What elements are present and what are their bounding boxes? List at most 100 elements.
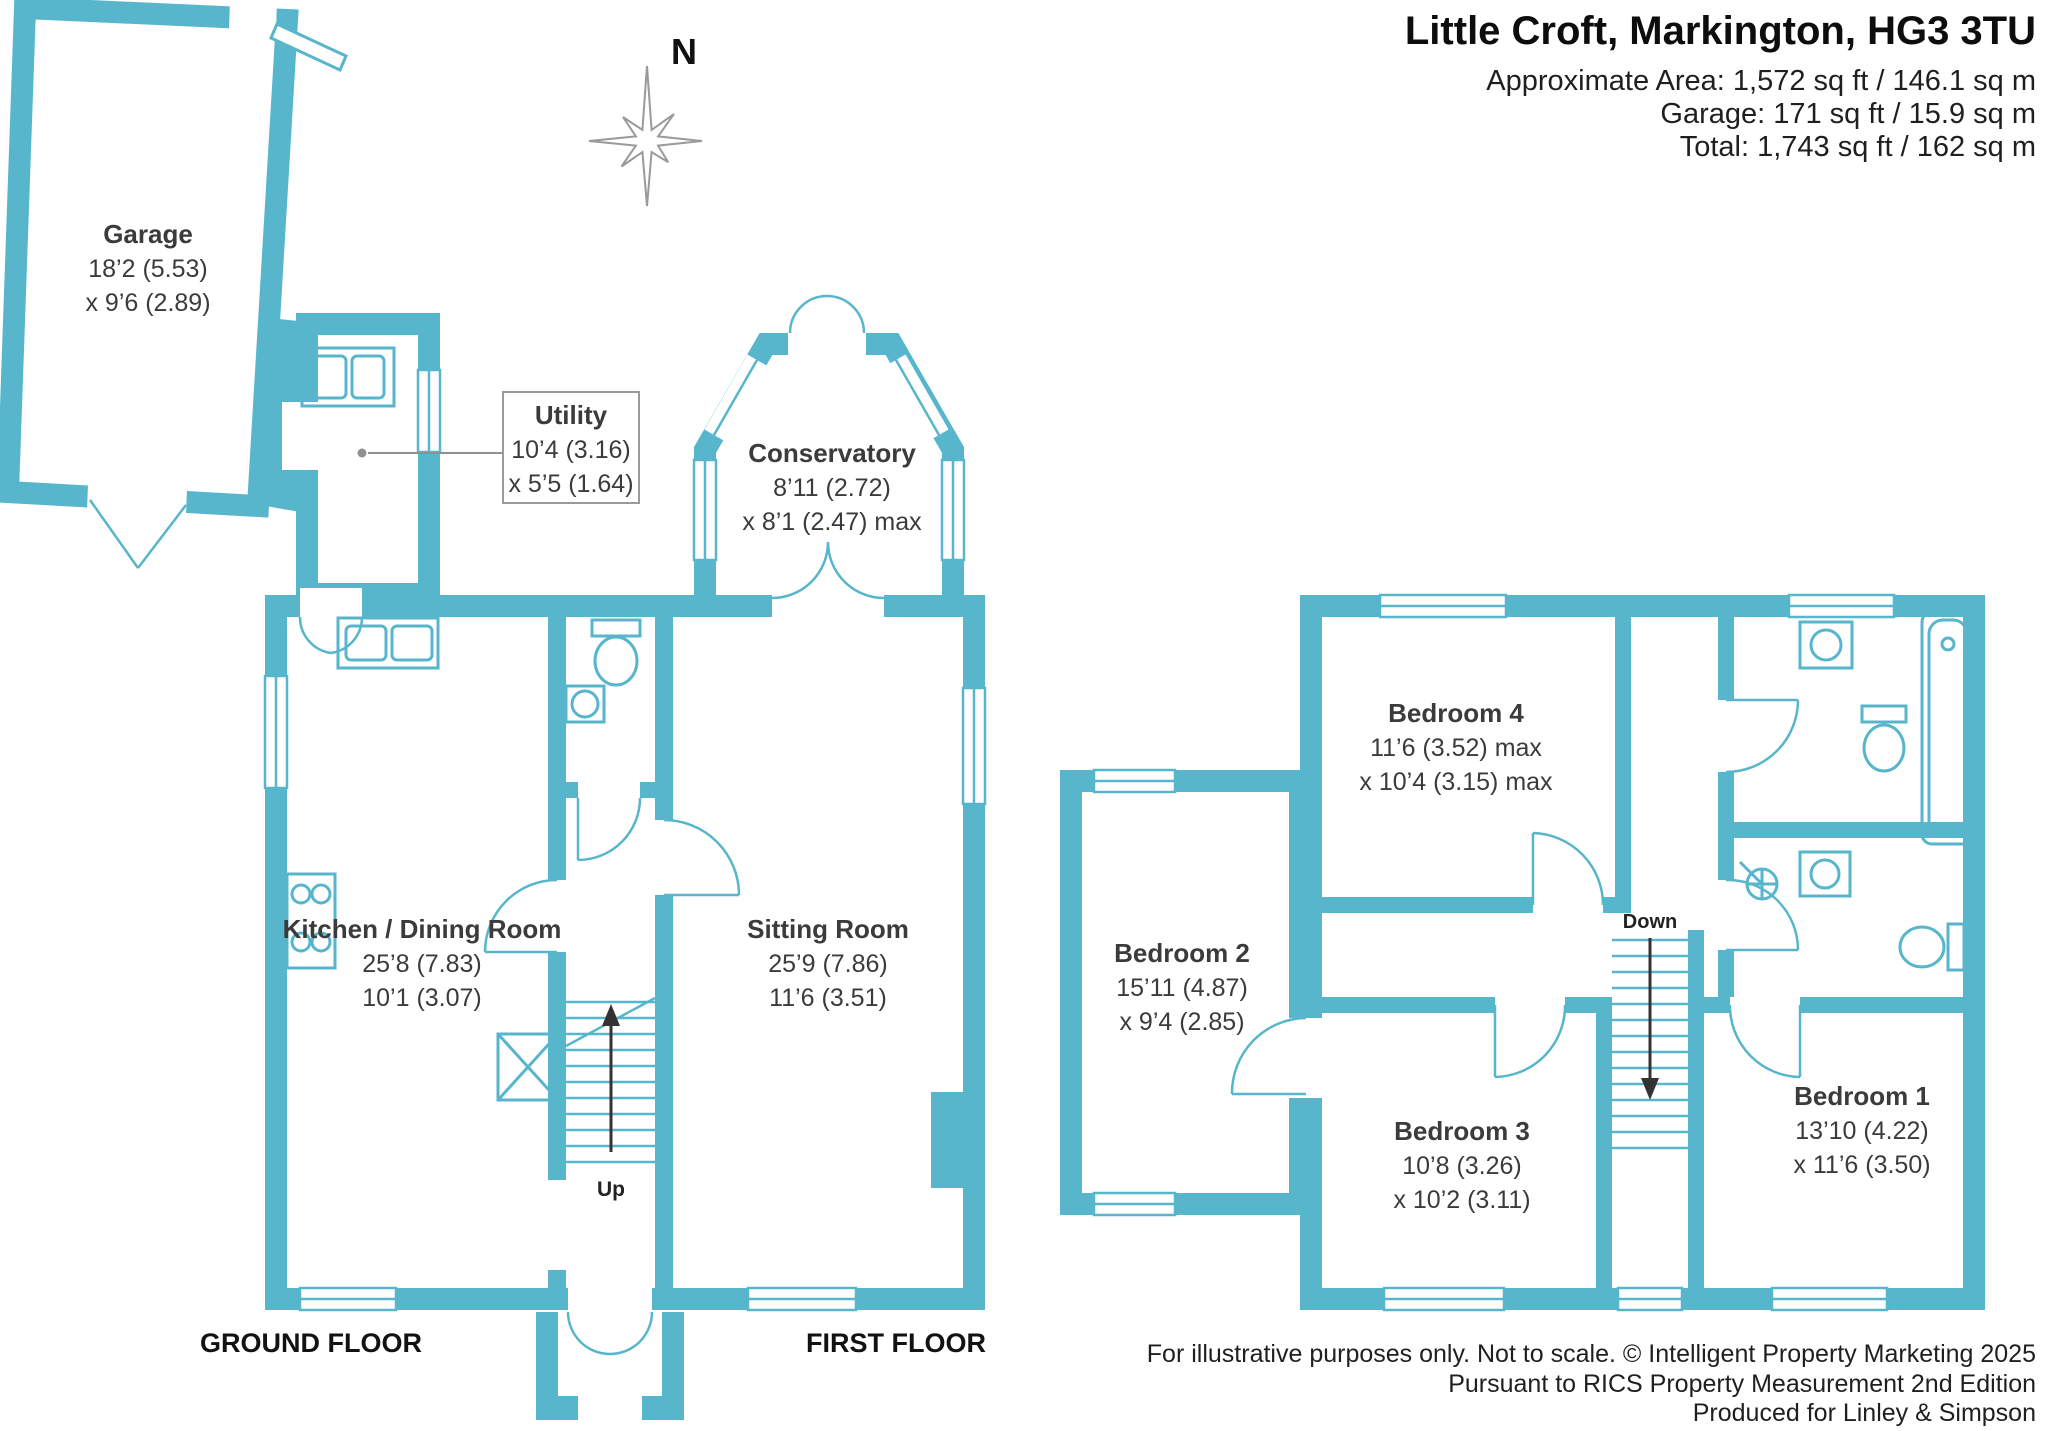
footer-line-1: For illustrative purposes only. Not to s… [1147,1340,2036,1368]
wc-toilet-icon [590,618,642,687]
shower-icon [1738,860,1779,901]
first-window-midlines [1094,604,1894,1301]
room-label-garage: Garage 18’2 (5.53) x 9’6 (2.89) [85,219,210,317]
first-door-gaps [1289,1018,1323,1098]
room-dim-utility-2: x 5’5 (1.64) [508,470,633,498]
first-windows [1092,593,1896,1312]
utility-sink-icon [300,346,396,408]
compass: N [588,31,703,207]
bath-drain [1940,636,1956,652]
room-dim-kitchen-2: 10’1 (3.07) [362,984,482,1012]
bathroom-basin-icon [1798,620,1854,670]
room-dim-bedroom3-2: x 10’2 (3.11) [1393,1186,1530,1214]
room-label-bedroom1: Bedroom 1 13’10 (4.22) x 11’6 (3.50) [1793,1081,1930,1179]
appliance-icon [496,1032,560,1102]
toilet-bowl [1898,925,1946,969]
room-dim-bedroom4-1: 11’6 (3.52) max [1370,734,1542,762]
ground-floor-label: GROUND FLOOR [200,1328,422,1358]
callout-dot [357,448,367,458]
footer-line-2: Pursuant to RICS Property Measurement 2n… [1448,1370,2036,1398]
room-dim-bedroom2-1: 15’11 (4.87) [1116,974,1248,1002]
approximate-area-line: Approximate Area: 1,572 sq ft / 146.1 sq… [1486,65,2036,97]
appliance-box [496,1032,560,1102]
hob-burner [310,931,332,953]
first-floor-plan: Down Bedroom 4 11’6 (3.52) max x 10’4 (3… [806,593,1985,1358]
hob-body [285,872,337,970]
shower-spokes [1738,860,1777,899]
footer: For illustrative purposes only. Not to s… [1147,1340,2036,1427]
room-name-conservatory: Conservatory [748,438,916,468]
room-dim-garage-2: x 9’6 (2.89) [85,289,210,317]
room-dim-conservatory-2: x 8’1 (2.47) max [742,508,922,536]
wc-basin-icon [564,684,606,724]
room-dim-bedroom1-2: x 11’6 (3.50) [1793,1151,1930,1179]
compass-star-icon [588,65,703,207]
room-dim-garage-1: 18’2 (5.53) [88,255,208,283]
room-dim-conservatory-1: 8’11 (2.72) [773,474,891,502]
bath-inner [1927,618,1969,838]
room-dim-bedroom2-2: x 9’4 (2.85) [1119,1008,1244,1036]
toilet-cistern [1860,704,1908,724]
hob-burner [290,931,312,953]
header: Little Croft, Markington, HG3 3TU Approx… [1405,9,2036,163]
garage-area-line: Garage: 171 sq ft / 15.9 sq m [1660,98,2036,130]
kitchen-sink-bowl-right [390,624,434,662]
basin-body [564,684,606,724]
compass-north-label: N [671,31,697,72]
toilet-bowl [593,635,639,687]
kitchen-sink-counter [336,616,440,670]
room-bedroom2-walls [1060,770,1311,1215]
utility-sink-counter [300,346,396,408]
hob-icon [285,872,337,970]
porch-walls [536,1312,684,1420]
room-label-kitchen-dining: Kitchen / Dining Room 25’8 (7.83) 10’1 (… [283,914,562,1012]
stairs-down: Down [1612,911,1688,1150]
stairs-up-arrow-head [602,1004,620,1026]
basin-bowl [570,689,600,719]
ground-window-midlines [274,359,976,1301]
room-dim-sitting-1: 25’9 (7.86) [768,950,888,978]
room-dim-bedroom3-1: 10’8 (3.26) [1402,1152,1522,1180]
basin-body [1798,850,1852,898]
room-dim-sitting-2: 11’6 (3.51) [769,984,887,1012]
room-name-bedroom2: Bedroom 2 [1114,938,1250,968]
utility-sink-bowl-left [310,354,348,400]
toilet-bowl [1862,723,1906,773]
room-dim-utility-1: 10’4 (3.16) [511,436,631,464]
utility-callout: Utility 10’4 (3.16) x 5’5 (1.64) [357,391,640,504]
utility-label-box [502,391,640,504]
first-door-arcs [1230,698,1802,1096]
room-dim-bedroom4-2: x 10’4 (3.15) max [1359,768,1553,796]
ground-door-arcs [88,294,885,1356]
room-name-kitchen-dining: Kitchen / Dining Room [283,914,562,944]
room-label-bedroom3: Bedroom 3 10’8 (3.26) x 10’2 (3.11) [1393,1116,1530,1214]
page-title: Little Croft, Markington, HG3 3TU [1405,9,2036,53]
bath-icon [1920,610,1976,846]
room-dim-bedroom1-1: 13’10 (4.22) [1795,1117,1928,1145]
ground-floor-plan: Up Utility 10’4 (3.16) x 5’5 (1.64) Gara… [0,0,987,1420]
room-name-bedroom4: Bedroom 4 [1388,698,1524,728]
room-name-bedroom1: Bedroom 1 [1794,1081,1930,1111]
hob-burner [310,883,332,905]
room-garage-walls [0,0,299,518]
toilet-cistern [1946,922,1966,972]
footer-line-3: Produced for Linley & Simpson [1693,1399,2036,1427]
room-label-bedroom2: Bedroom 2 15’11 (4.87) x 9’4 (2.85) [1114,938,1250,1036]
first-floor-label: FIRST FLOOR [806,1328,986,1358]
stairs-up: Up [565,996,656,1201]
bathroom-toilet-icon [1860,704,1908,773]
garage-entry-door-leaf [269,21,348,73]
kitchen-sink-bowl-left [344,624,388,662]
bath-outer [1920,610,1976,846]
basin-body [1798,620,1854,670]
utility-sink-bowl-right [350,354,386,400]
ground-interior-walls [548,617,963,1299]
shower-toilet-icon [1898,922,1966,972]
room-label-utility: Utility [535,400,608,430]
appliance-cross [496,1032,560,1102]
room-label-conservatory: Conservatory 8’11 (2.72) x 8’1 (2.47) ma… [742,438,922,536]
room-label-bedroom4: Bedroom 4 11’6 (3.52) max x 10’4 (3.15) … [1359,698,1553,796]
room-name-sitting: Sitting Room [747,914,909,944]
